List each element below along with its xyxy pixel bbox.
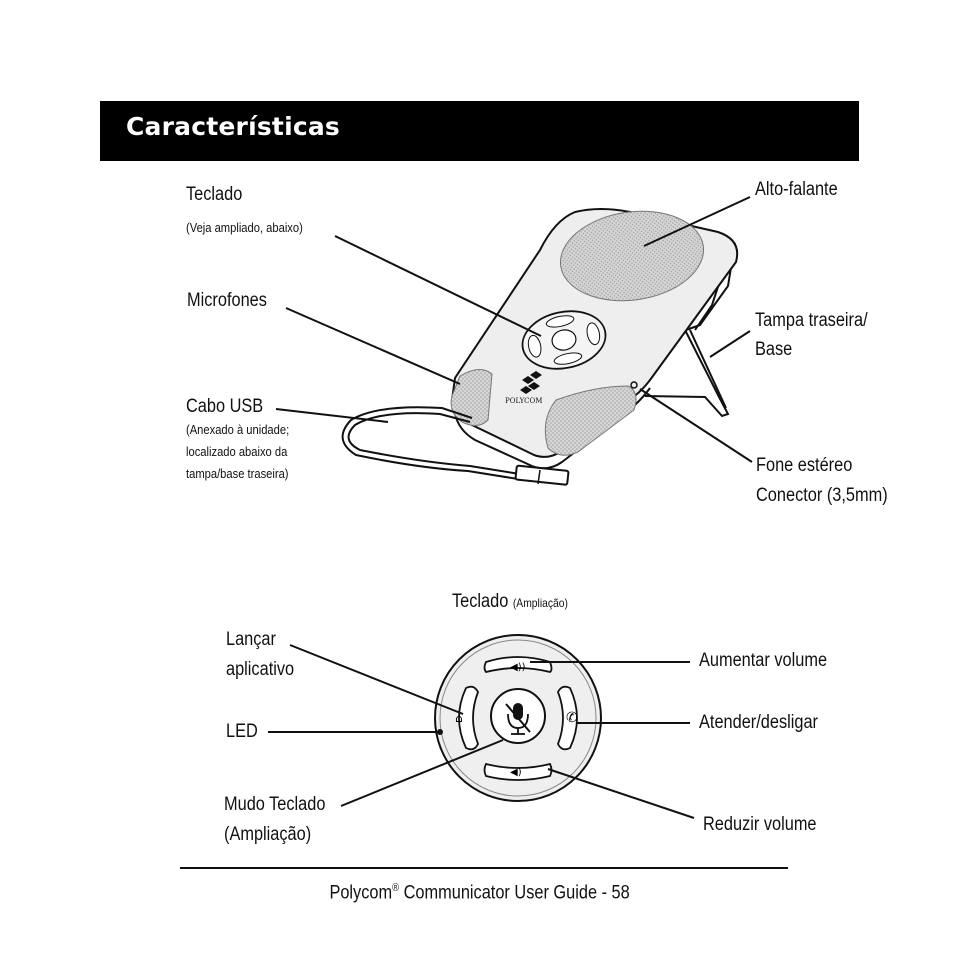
keypad-enlarged: ◀)) ◀) ⌂ ✆: [434, 634, 602, 802]
label-usb-note-line3: tampa/base traseira): [186, 466, 289, 481]
brand-mark: POLYCOM: [505, 397, 542, 405]
label-launch-line2: aplicativo: [226, 659, 295, 680]
volume-down-button: ◀): [483, 762, 553, 781]
usb-plug: [514, 464, 570, 486]
keypad-small: [521, 310, 607, 370]
label-answer-hangup: Atender/desligar: [699, 712, 819, 733]
label-volume-down: Reduzir volume: [703, 814, 817, 835]
mute-slash: [505, 703, 531, 733]
label-volume-up: Aumentar volume: [699, 650, 828, 671]
section-title-bar: [100, 101, 859, 161]
keypad-heading-note: (Ampliação): [512, 596, 568, 610]
speaker-grille: [559, 210, 705, 302]
keypad-heading: Teclado (Ampliação): [452, 587, 568, 618]
label-microphones: Microfones: [187, 290, 267, 311]
label-mute-line1: Mudo Teclado: [224, 794, 326, 815]
label-back-cover-line1: Tampa traseira/: [755, 310, 868, 331]
label-usb-note-line2: localizado abaixo da: [186, 444, 288, 459]
registered-mark: ®: [392, 882, 400, 894]
label-headset-line1: Fone estéreo: [756, 455, 853, 476]
keypad-heading-text: Teclado: [452, 591, 509, 612]
label-speaker: Alto-falante: [755, 179, 838, 200]
phone-icon: ✆: [566, 710, 578, 726]
label-back-cover-line2: Base: [755, 339, 793, 360]
mute-button: [490, 688, 546, 744]
polycom-logo: [520, 371, 542, 394]
footer-rule: [180, 867, 788, 869]
svg-text:◀): ◀): [510, 767, 522, 778]
svg-text:◀)): ◀)): [510, 662, 526, 673]
label-mute-line2: (Ampliação): [224, 824, 312, 845]
footer-brand: Polycom: [329, 882, 393, 904]
label-launch-line1: Lançar: [226, 629, 276, 650]
speakerphone-body: POLYCOM: [450, 208, 739, 470]
usb-cable: [341, 406, 570, 486]
leader-lines-keypad: [268, 644, 695, 819]
led-indicator: [437, 729, 443, 735]
label-usb-note-line1: (Anexado à unidade;: [186, 422, 290, 437]
page-footer: Polycom® Communicator User Guide - 58: [0, 882, 960, 904]
section-title: Características: [126, 112, 341, 141]
answer-hangup-button: ✆: [557, 685, 578, 751]
microphone-grille-right: [544, 385, 637, 456]
headset-jack: [630, 381, 638, 389]
label-led: LED: [226, 721, 258, 742]
label-keypad: Teclado: [186, 184, 243, 205]
label-keypad-note: (Veja ampliado, abaixo): [186, 220, 303, 235]
leader-lines-device: [275, 196, 753, 463]
microphone-grille-left: [450, 369, 493, 426]
footer-text: Communicator User Guide - 58: [399, 882, 631, 904]
volume-up-button: ◀)): [483, 656, 553, 674]
launch-app-icon: ⌂: [455, 711, 463, 725]
label-headset-line2: Conector (3,5mm): [756, 485, 888, 506]
label-usb-cable: Cabo USB: [186, 396, 264, 417]
launch-app-button: ⌂: [455, 685, 479, 751]
